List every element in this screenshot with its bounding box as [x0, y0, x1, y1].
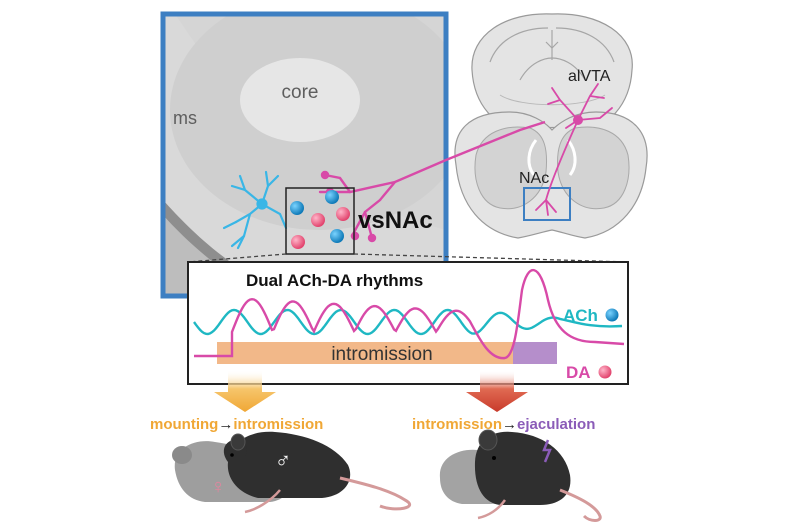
male-symbol: ♂	[275, 448, 292, 473]
da-molecule	[336, 207, 350, 221]
zoom-connectors	[187, 253, 629, 263]
female-symbol: ♀	[211, 476, 226, 498]
intromission-bar	[217, 342, 513, 364]
da-molecule	[291, 235, 305, 249]
posterior-brain-section-icon	[471, 13, 633, 133]
lightning-icon	[542, 439, 552, 463]
nac-label: NAc	[519, 170, 549, 187]
ach-molecule	[290, 201, 304, 215]
molecule-markers	[290, 190, 350, 249]
arrow-glyph: →	[218, 416, 233, 433]
mounting-transition-label: mounting→intromission	[150, 416, 323, 433]
label-from: mounting	[150, 416, 218, 433]
da-trace	[194, 268, 625, 360]
da-molecule	[311, 213, 325, 227]
atlas-sections: alVTA NAc	[454, 13, 648, 239]
ejaculation-transition-label: intromission→ejaculation	[412, 416, 595, 433]
label-to: intromission	[233, 416, 323, 433]
down-arrow-icon	[214, 370, 276, 412]
ach-trace	[193, 308, 623, 336]
cholinergic-neuron-icon	[222, 170, 288, 250]
subregion-zoom-box	[285, 187, 355, 255]
ach-legend-dot	[605, 308, 619, 322]
ejaculation-bar	[513, 342, 557, 364]
zoom-panel: core ms	[160, 11, 449, 299]
dopamine-axon-icon	[318, 158, 448, 243]
ejaculation-mice-icon	[439, 429, 602, 522]
transition-arrow-left	[214, 370, 276, 412]
projection-axon	[445, 120, 546, 162]
nac-highlight-box	[523, 187, 571, 221]
intromission-bar-label: intromission	[331, 344, 432, 365]
da-legend-label: DA	[566, 363, 591, 382]
label-from: intromission	[412, 416, 502, 433]
vsnac-label: vsNAc	[358, 207, 433, 234]
label-to: ejaculation	[517, 416, 595, 433]
rhythm-panel: intromission Dual ACh-DA rhythms ACh DA	[187, 261, 629, 385]
ach-legend-label: ACh	[563, 306, 598, 325]
mounting-mice-icon	[172, 431, 412, 514]
ach-molecule	[325, 190, 339, 204]
da-legend-dot	[598, 365, 612, 379]
ms-label: ms	[173, 108, 197, 128]
rhythm-title: Dual ACh-DA rhythms	[246, 271, 423, 290]
vta-label: alVTA	[568, 68, 611, 85]
core-label: core	[282, 82, 319, 103]
ach-molecule	[330, 229, 344, 243]
vta-neuron-icon	[535, 83, 613, 216]
down-arrow-icon	[466, 370, 528, 412]
transition-arrow-right	[466, 370, 528, 412]
arrow-glyph: →	[502, 416, 517, 433]
core-region	[240, 58, 360, 142]
